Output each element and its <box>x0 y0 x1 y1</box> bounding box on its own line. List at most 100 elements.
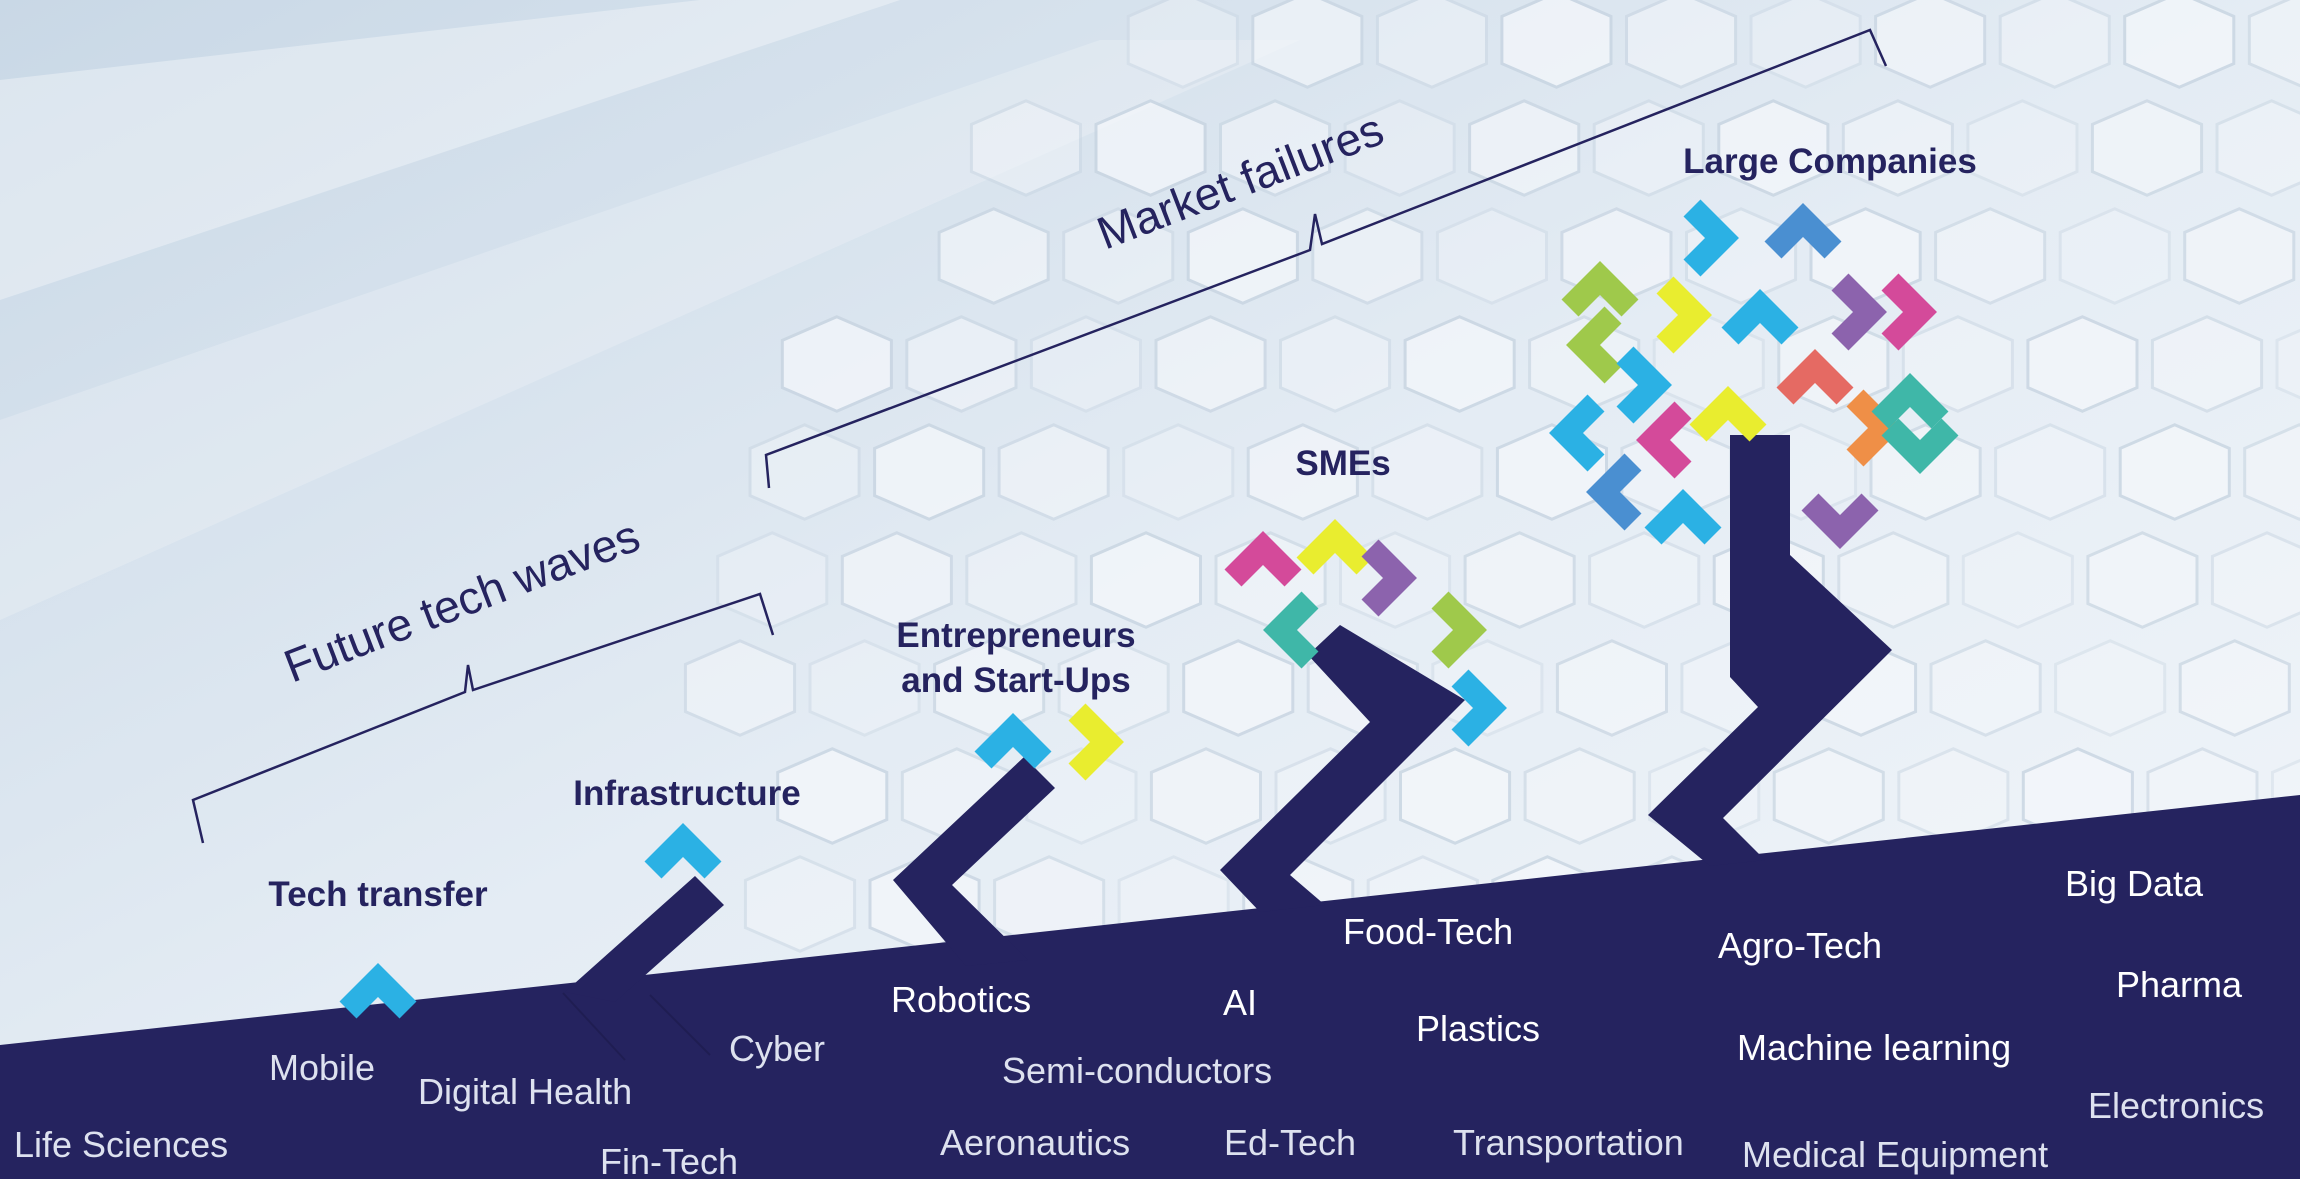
chevron-orange-icon <box>1846 389 1902 467</box>
hexagon-cell <box>1094 99 1207 197</box>
hexagon-cell <box>1592 99 1705 197</box>
sector-ai: AI <box>1223 982 1257 1023</box>
sector-machine-learning: Machine learning <box>1737 1027 2011 1068</box>
chevron-cyan-icon <box>1616 346 1672 424</box>
hexagon-cell <box>905 315 1018 413</box>
large-companies-title: Large Companies <box>1683 142 1977 181</box>
hexagon-cell <box>2210 531 2300 629</box>
hexagon-cell <box>840 531 953 629</box>
chevron-magenta-icon <box>1881 273 1937 351</box>
hexagon-cell <box>1029 315 1142 413</box>
light-rays <box>0 0 1300 620</box>
chevron-purple-icon <box>1801 493 1879 549</box>
hexagon-cell <box>1523 747 1636 845</box>
chevron-teal-icon <box>1263 591 1319 669</box>
hexagon-cell <box>1246 423 1359 521</box>
hexagon-cell <box>2086 531 2199 629</box>
hexagon-cell <box>965 531 1078 629</box>
hexagon-cell <box>1625 0 1738 89</box>
sector-semi-conductors: Semi-conductors <box>1002 1050 1272 1091</box>
chevron-cyan-icon <box>1683 199 1739 277</box>
hexagon-cell <box>2243 423 2300 521</box>
hexagon-cell <box>1874 0 1987 89</box>
hexagon-cell <box>1837 531 1950 629</box>
chevron-cyan-icon <box>1644 489 1722 545</box>
hexagon-cell <box>2183 207 2296 305</box>
chevron-cyan-icon <box>644 823 722 879</box>
hexagon-cell <box>1403 315 1516 413</box>
entrepreneurs-title-line2: and Start-Ups <box>901 661 1130 700</box>
hexagon-cell <box>1251 0 1364 89</box>
chevron-cyan-icon <box>1549 394 1605 472</box>
hexagon-cell <box>1122 423 1235 521</box>
hexagon-cell <box>1468 99 1581 197</box>
hexagon-cell <box>1154 315 1267 413</box>
chevron-coral-icon <box>1776 349 1854 405</box>
hexagon-cell <box>1588 531 1701 629</box>
sector-electronics: Electronics <box>2088 1085 2264 1126</box>
hexagon-cell <box>1435 207 1548 305</box>
hexagon-cell <box>683 639 797 737</box>
hexagon-cell <box>2090 99 2204 197</box>
hexagon-cell <box>1463 531 1576 629</box>
ground-band <box>0 795 2300 1179</box>
chevron-cyan-icon <box>1721 289 1799 345</box>
chevron-blue-icon <box>1586 453 1642 531</box>
hexagon-cell <box>997 423 1110 521</box>
hexagon-cell <box>808 639 921 737</box>
hexagon-cell <box>743 855 857 953</box>
hexagon-cell <box>1994 423 2107 521</box>
hexagon-cell <box>873 423 986 521</box>
hexagon-cell <box>1182 639 1295 737</box>
sector-aeronautics: Aeronautics <box>940 1122 1130 1163</box>
sector-life-sciences: Life Sciences <box>14 1124 228 1165</box>
hexagon-cell <box>2026 315 2139 413</box>
hexagon-cell <box>1343 99 1456 197</box>
sector-plastics: Plastics <box>1416 1008 1540 1049</box>
hexagon-cell <box>1089 531 1202 629</box>
chevron-green-icon <box>1566 306 1622 384</box>
hexagon-cell <box>1934 207 2047 305</box>
sector-fin-tech: Fin-Tech <box>600 1141 738 1179</box>
hexagon-cell <box>937 207 1050 305</box>
sector-transportation: Transportation <box>1453 1122 1684 1163</box>
hexagon-cell <box>776 747 889 845</box>
chevron-yellow-icon <box>1296 519 1374 575</box>
hexagon-cell <box>2275 328 2300 400</box>
tech-transfer-title: Tech transfer <box>268 875 488 914</box>
sector-cyber: Cyber <box>729 1028 825 1069</box>
hexagon-cell <box>1399 747 1512 845</box>
hexagon-cell <box>1062 207 1175 305</box>
sector-ed-tech: Ed-Tech <box>1224 1122 1356 1163</box>
hexagon-cell <box>2054 639 2167 737</box>
hexagon-cell <box>1555 639 1668 737</box>
chevron-blue-icon <box>1764 203 1842 259</box>
hexagon-cell <box>933 639 1046 737</box>
chevron-teal-icon <box>1871 373 1949 429</box>
sector-robotics: Robotics <box>891 979 1031 1020</box>
hexagon-cell <box>716 531 829 629</box>
entrepreneurs-title-line1: Entrepreneurs <box>896 616 1135 655</box>
smes-stem <box>1220 625 1465 912</box>
hexagon-cell <box>1431 639 1544 737</box>
hexagon-cell <box>2150 315 2264 413</box>
hexagon-cell <box>1929 639 2042 737</box>
hexagon-cell <box>1717 99 1830 197</box>
hexagon-cell <box>1966 99 2079 197</box>
hexagon-cell <box>1961 531 2074 629</box>
hexagon-cell <box>1126 0 1239 89</box>
hexagon-cell <box>1841 99 1954 197</box>
chevron-purple-icon <box>1361 539 1417 617</box>
hexagon-cell <box>1998 0 2111 89</box>
hexagon-cell <box>1186 207 1299 305</box>
chevron-cyan-icon <box>1451 669 1507 747</box>
chevron-purple-icon <box>1831 273 1887 351</box>
market-failures-brace <box>764 28 1888 489</box>
arrow-stems <box>565 435 1892 1002</box>
chevron-yellow-icon <box>1068 703 1124 781</box>
smes-title: SMEs <box>1295 444 1390 483</box>
chevron-cyan-icon <box>339 963 417 1019</box>
chevron-yellow-icon <box>1689 386 1767 442</box>
chevron-icons <box>339 199 1959 1019</box>
